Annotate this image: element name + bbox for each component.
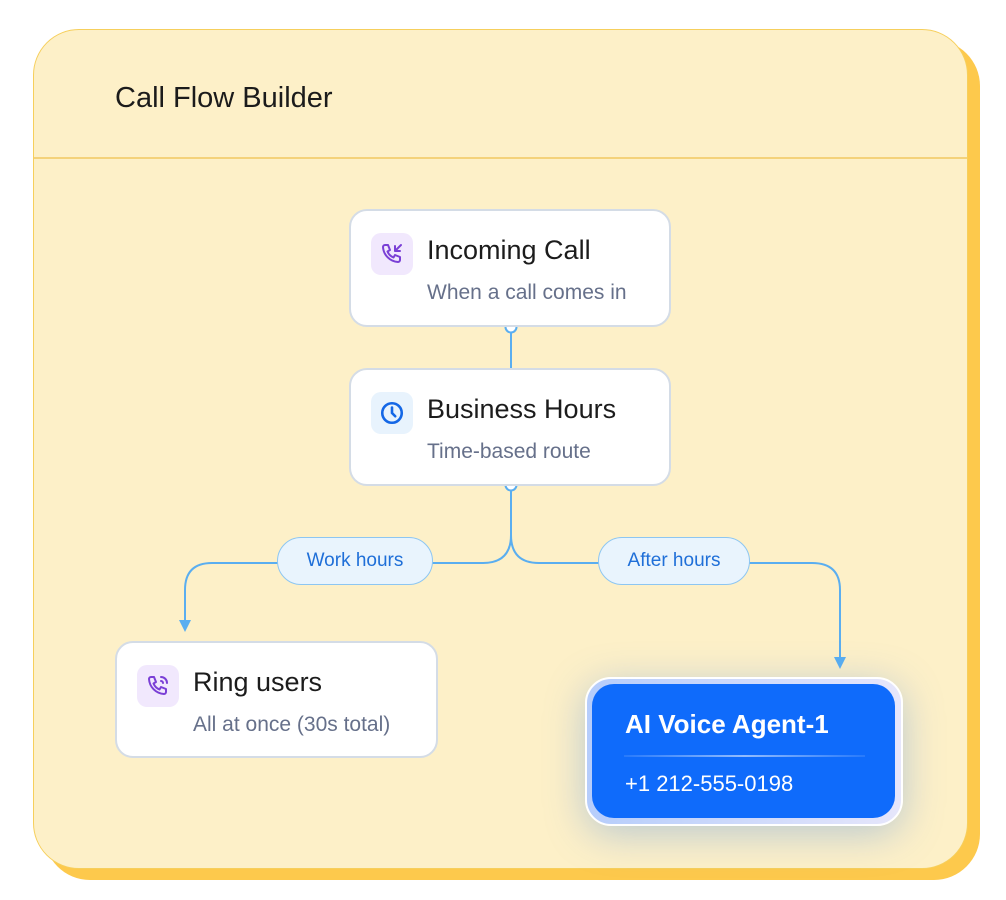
node-business-hours[interactable]: Business Hours Time-based route <box>349 368 671 486</box>
agent-title: AI Voice Agent-1 <box>625 709 829 739</box>
node-subtitle: When a call comes in <box>427 281 627 304</box>
header-divider <box>34 157 967 159</box>
agent-phone-number: +1 212-555-0198 <box>625 771 794 796</box>
branch-label-after-hours[interactable]: After hours <box>598 537 750 585</box>
page-title: Call Flow Builder <box>115 82 333 114</box>
phone-incoming-icon <box>371 233 413 275</box>
node-subtitle: All at once (30s total) <box>193 713 391 736</box>
node-incoming-call[interactable]: Incoming Call When a call comes in <box>349 209 671 327</box>
node-ring-users[interactable]: Ring users All at once (30s total) <box>115 641 438 758</box>
agent-card: AI Voice Agent-1 +1 212-555-0198 <box>592 684 895 818</box>
node-title: Ring users <box>193 667 323 697</box>
branch-label-work-hours[interactable]: Work hours <box>277 537 433 585</box>
node-subtitle: Time-based route <box>427 440 591 463</box>
arrow-work-hours <box>179 620 191 632</box>
node-title: Incoming Call <box>427 235 591 265</box>
phone-ringing-icon <box>137 665 179 707</box>
clock-icon <box>371 392 413 434</box>
node-ai-voice-agent[interactable]: AI Voice Agent-1 +1 212-555-0198 <box>585 677 903 826</box>
agent-divider <box>624 755 865 757</box>
node-title: Business Hours <box>427 394 617 424</box>
arrow-after-hours <box>834 657 846 669</box>
